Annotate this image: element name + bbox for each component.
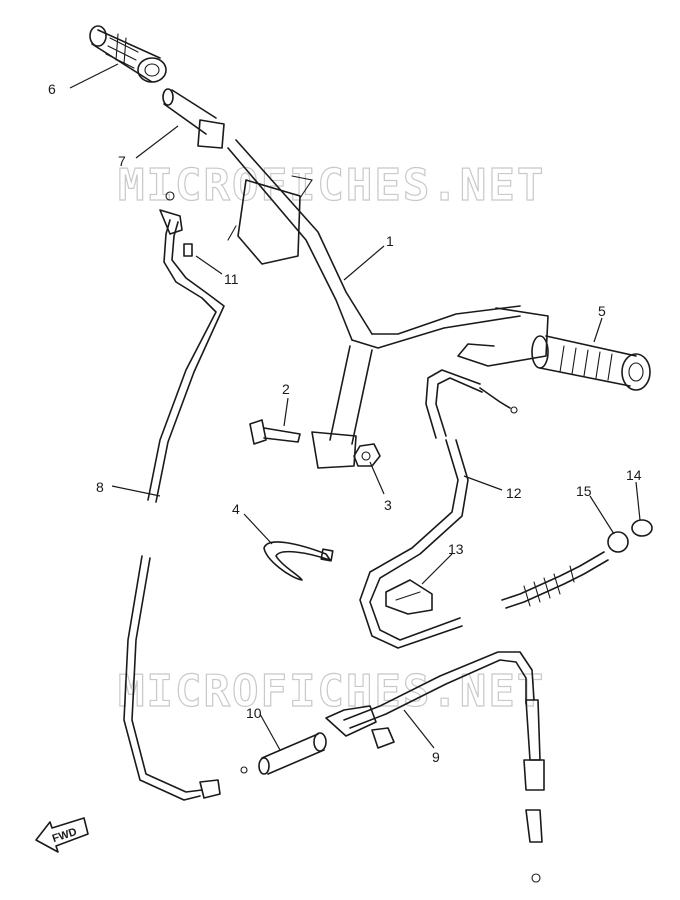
part-bolt — [249, 419, 301, 445]
part-adjuster-cap — [501, 519, 653, 609]
part-cable-upper — [359, 369, 518, 649]
callout-5: 5 — [598, 303, 606, 319]
callout-14: 14 — [626, 467, 642, 483]
callout-7: 7 — [118, 153, 126, 169]
part-nut — [353, 443, 381, 467]
part-handlebar — [227, 139, 549, 469]
callout-10: 10 — [246, 705, 262, 721]
part-cable-band — [263, 541, 334, 581]
part-throttle-sleeve — [162, 88, 225, 149]
callout-11: 11 — [224, 271, 239, 287]
fwd-arrow: FWD — [35, 817, 89, 853]
callout-8: 8 — [96, 479, 104, 495]
part-right-grip — [531, 335, 651, 391]
part-left-grip — [89, 25, 167, 83]
watermark-top: MICROFICHES.NET — [118, 160, 545, 211]
callout-9: 9 — [432, 749, 440, 765]
callout-3: 3 — [384, 497, 392, 513]
callout-1: 1 — [386, 233, 394, 249]
part-brake-cable — [123, 191, 248, 801]
callout-12: 12 — [506, 485, 522, 501]
callout-15: 15 — [576, 483, 592, 499]
part-cable-tube — [258, 732, 327, 775]
watermark-bottom: MICROFICHES.NET — [118, 666, 545, 717]
callout-4: 4 — [232, 501, 240, 517]
part-screw — [183, 243, 193, 257]
part-cable-lower — [325, 651, 545, 883]
callout-6: 6 — [48, 81, 56, 97]
callout-13: 13 — [448, 541, 464, 557]
part-holder — [385, 579, 433, 615]
callout-2: 2 — [282, 381, 290, 397]
